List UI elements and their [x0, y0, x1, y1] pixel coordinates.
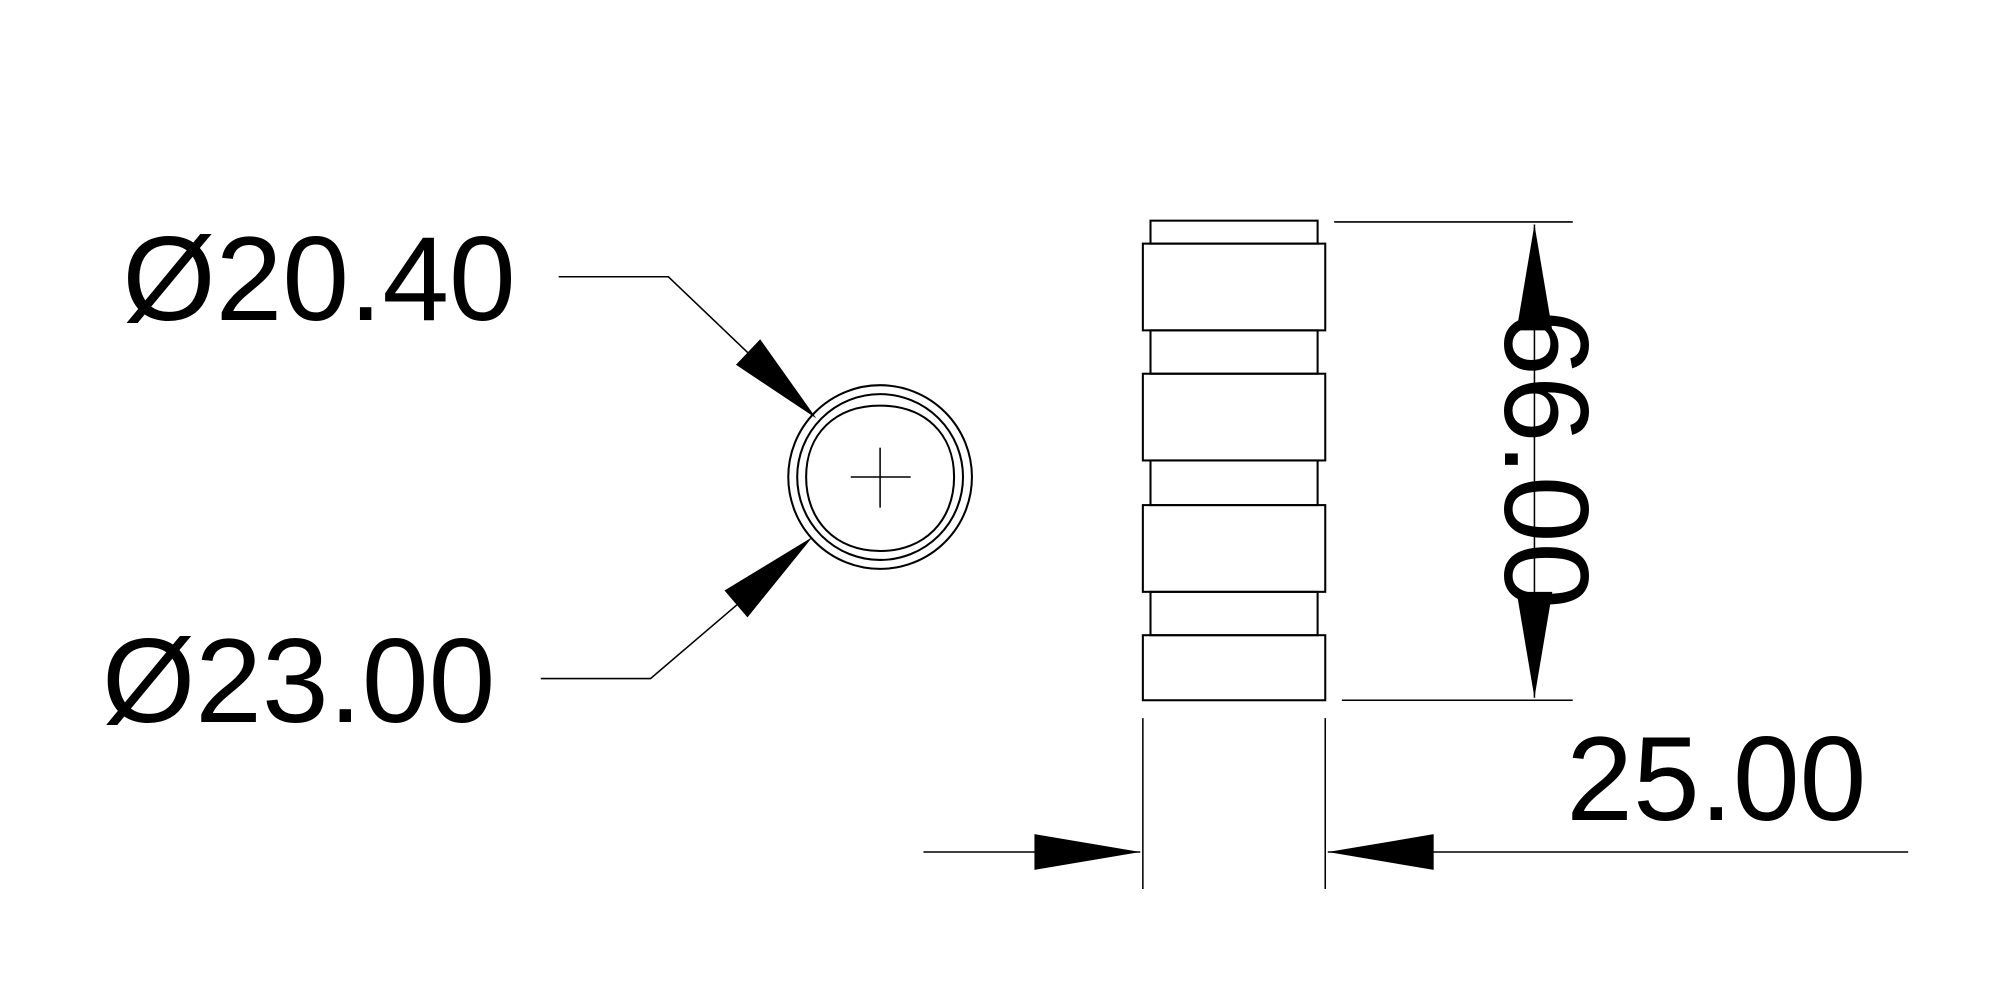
dimension-inner-diameter: Ø20.40 [122, 212, 515, 346]
width-dimension: 25.00 [923, 712, 1909, 890]
arrowhead [1516, 591, 1553, 698]
arrowhead [1327, 834, 1434, 870]
side-view [1141, 219, 1327, 702]
leader-inner-diameter: Ø20.40 [122, 212, 817, 419]
ring [1141, 242, 1327, 332]
arrowhead [1034, 834, 1141, 870]
arrowhead [735, 339, 817, 419]
length-dimension: 66.00 [1334, 221, 1613, 702]
ring [1141, 372, 1327, 462]
middle-circle [796, 393, 965, 561]
outer-circle [787, 384, 973, 570]
dimension-width: 25.00 [1566, 712, 1866, 846]
ring [1141, 634, 1327, 702]
arrowhead [1516, 224, 1553, 331]
dimension-length: 66.00 [1479, 309, 1613, 609]
leader-outer-diameter: Ø23.00 [102, 536, 813, 748]
dimension-outer-diameter: Ø23.00 [102, 614, 495, 748]
inner-circle [805, 404, 956, 553]
end-view [787, 384, 973, 570]
arrowhead [724, 536, 813, 618]
ring [1141, 504, 1327, 593]
